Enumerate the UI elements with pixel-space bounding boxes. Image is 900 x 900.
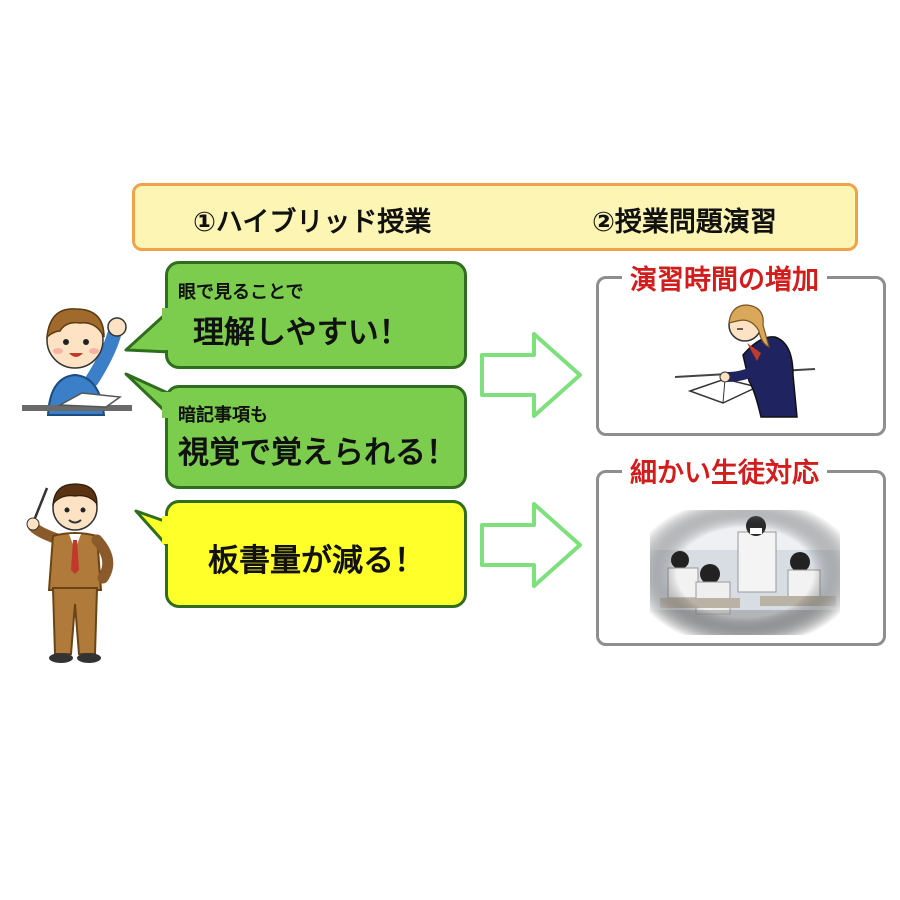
classroom-photo <box>650 510 840 635</box>
bubble-visual-memory <box>165 385 467 489</box>
result-panel-practice-time <box>596 276 886 436</box>
bubble3-tail-mask <box>162 516 172 544</box>
header-bar <box>132 183 858 251</box>
bubble2-tail-mask <box>162 392 172 418</box>
bubble2-small-text: 暗記事項も <box>178 405 268 426</box>
bubble1-tail-mask <box>162 308 172 350</box>
student-illustration <box>22 308 132 416</box>
arrow-right-icon <box>480 502 582 588</box>
bubble1-big-text: 理解しやすい！ <box>193 315 410 351</box>
step2-label: ②授業問題演習 <box>592 207 777 238</box>
bubble3-big-text: 板書量が減る！ <box>208 543 425 579</box>
bubble-less-board-writing <box>165 500 467 608</box>
bubble-easy-to-understand <box>165 261 467 369</box>
arrow-right-icon <box>480 332 582 418</box>
result1-title: 演習時間の増加 <box>622 258 827 297</box>
bubble2-big-text: 視覚で覚えられる！ <box>178 435 457 471</box>
student-studying-illustration <box>674 304 816 418</box>
step1-label: ①ハイブリッド授業 <box>193 207 432 238</box>
teacher-illustration <box>26 483 114 663</box>
result2-title: 細かい生徒対応 <box>622 451 827 490</box>
bubble1-small-text: 眼で見ることで <box>178 282 304 303</box>
